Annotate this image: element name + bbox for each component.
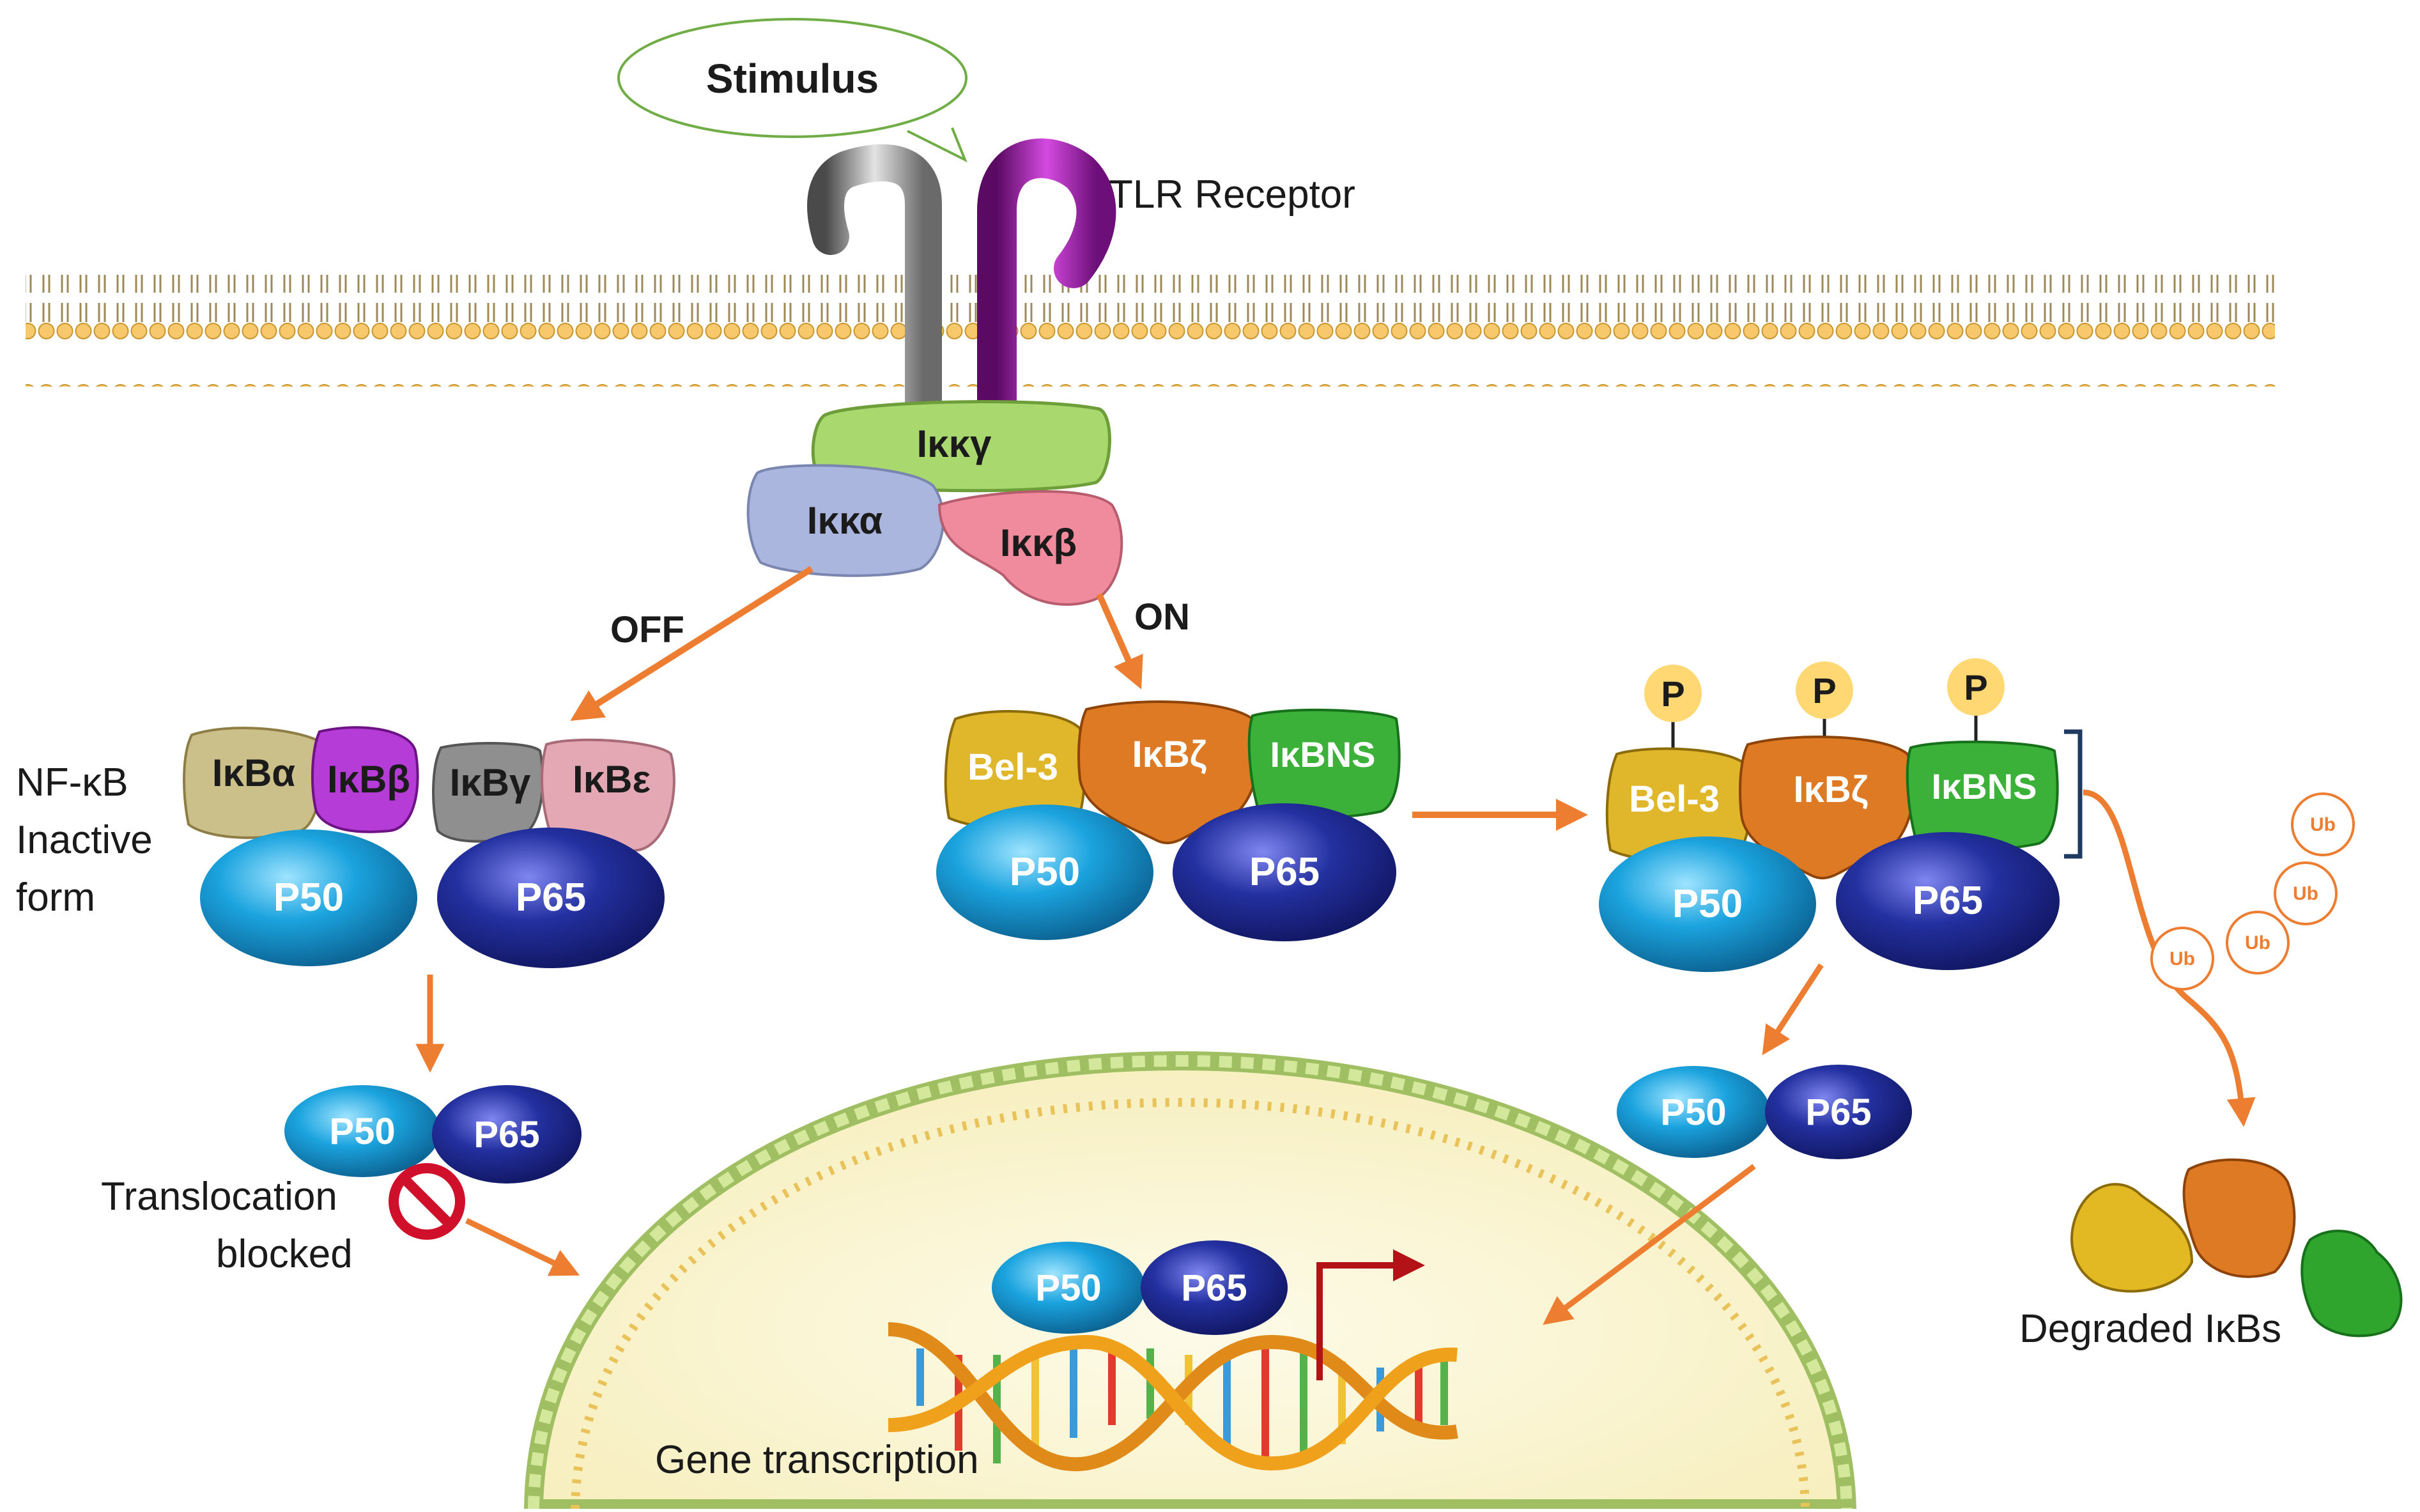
phospho-label-3: P (1964, 667, 1987, 707)
nfkb-inactive-label-3: form (16, 876, 95, 920)
gene-transcription-label: Gene transcription (655, 1438, 979, 1482)
off-label: OFF (610, 609, 684, 651)
ikb-gamma-label: IκBγ (450, 761, 531, 804)
p65-nuclear (1141, 1240, 1288, 1335)
p50-free-left-label: P50 (329, 1111, 395, 1152)
p65-middle (1173, 803, 1396, 941)
p65-free-right-label: P65 (1805, 1092, 1871, 1133)
tlr-receptor (807, 138, 1116, 429)
p65-right-label: P65 (1913, 879, 1983, 923)
ikbns-right-label: IκBNS (1931, 766, 2037, 806)
p65-free-right (1765, 1065, 1912, 1159)
ikb-bracket (2064, 729, 2083, 859)
p65-left-label: P65 (516, 876, 586, 920)
ikk-alpha-label: Iκκα (807, 499, 883, 542)
dna-helix (888, 1322, 1458, 1472)
degraded-ikbs-label: Degraded IκBs (2019, 1307, 2281, 1351)
p50-right-label: P50 (1672, 882, 1743, 926)
ikk-alpha (746, 464, 945, 577)
ub-4 (2291, 792, 2355, 856)
on-label: ON (1134, 596, 1190, 638)
p50-free-left (284, 1085, 440, 1177)
p50-nuclear-label: P50 (1035, 1267, 1101, 1309)
degraded-green (2301, 1230, 2403, 1338)
ikb-epsilon (541, 738, 675, 853)
bcl3-middle-label: Bel-3 (967, 746, 1058, 788)
ikb-alpha-label: IκBα (212, 752, 295, 794)
ikb-epsilon-label: IκBε (573, 758, 651, 801)
translocation-blocked-label-2: blocked (216, 1232, 353, 1276)
p50-free-right (1617, 1066, 1770, 1158)
stimulus-bubble (617, 18, 967, 163)
degraded-orange (2182, 1158, 2296, 1278)
ikb-zeta-middle-label: IκBζ (1132, 734, 1206, 775)
off-arrow (570, 566, 813, 721)
phospho-circle-2 (1796, 661, 1853, 719)
ub-3 (2274, 861, 2338, 925)
ikb-beta-label: IκBβ (327, 758, 410, 801)
tlr-receptor-label: TLR Receptor (1109, 173, 1355, 217)
ub-label-4: Ub (2310, 814, 2336, 835)
phospho-circle-1 (1644, 665, 1702, 722)
ikk-beta-label: Iκκβ (1000, 521, 1077, 564)
ub-label-1: Ub (2170, 948, 2195, 969)
ikb-beta (311, 726, 419, 833)
p50-middle (936, 805, 1153, 940)
on-arrow (1096, 592, 1143, 690)
ubiquitin-chain (2150, 792, 2355, 991)
ikbns-middle-label: IκBNS (1270, 734, 1375, 775)
p65-right (1836, 832, 2060, 970)
p65-nuclear-label: P65 (1181, 1267, 1247, 1309)
ikk-complex (746, 400, 1123, 606)
phospho-circle-3 (1947, 658, 2005, 716)
phospho-label-1: P (1661, 674, 1684, 714)
p50-middle-label: P50 (1010, 850, 1080, 894)
p50-free-right-label: P50 (1660, 1092, 1726, 1133)
plasma-membrane (26, 275, 2275, 387)
p50-nuclear (992, 1242, 1145, 1334)
p50-right (1599, 837, 1816, 972)
bcl3-right-label: Bel-3 (1629, 778, 1720, 820)
p50-left (200, 829, 417, 966)
blocked-arrow (465, 1217, 580, 1276)
phospho-label-2: P (1812, 670, 1836, 711)
p65-free-left (432, 1085, 582, 1184)
nfkb-inactive-label-1: NF-κB (16, 760, 128, 805)
phospho-groups (1644, 658, 2005, 751)
stimulus-label: Stimulus (706, 56, 879, 102)
ub-label-2: Ub (2245, 932, 2270, 953)
transcription-start-arrow (1316, 1249, 1425, 1380)
ub-2 (2226, 911, 2290, 975)
ikbns-right (1906, 740, 2059, 851)
ikk-gamma-label: Iκκγ (917, 422, 992, 465)
degraded-yellow (2070, 1183, 2194, 1293)
p65-left (437, 828, 665, 968)
degraded-ikbs (2070, 1158, 2403, 1338)
p50-left-label: P50 (274, 876, 344, 920)
translocation-blocked-label-1: Translocation (101, 1175, 337, 1219)
right-down-arrow (1762, 963, 1824, 1056)
ub-1 (2150, 927, 2214, 991)
blocked-icon (389, 1163, 465, 1240)
nfkb-inactive-label-2: Inactive (16, 818, 153, 862)
p65-middle-label: P65 (1249, 850, 1320, 894)
ub-label-3: Ub (2293, 883, 2318, 904)
ikbns-middle (1247, 708, 1401, 819)
nuclear-entry-arrow (1543, 1164, 1756, 1325)
ikb-zeta-right-label: IκBζ (1793, 769, 1868, 810)
p65-free-left-label: P65 (474, 1114, 539, 1155)
